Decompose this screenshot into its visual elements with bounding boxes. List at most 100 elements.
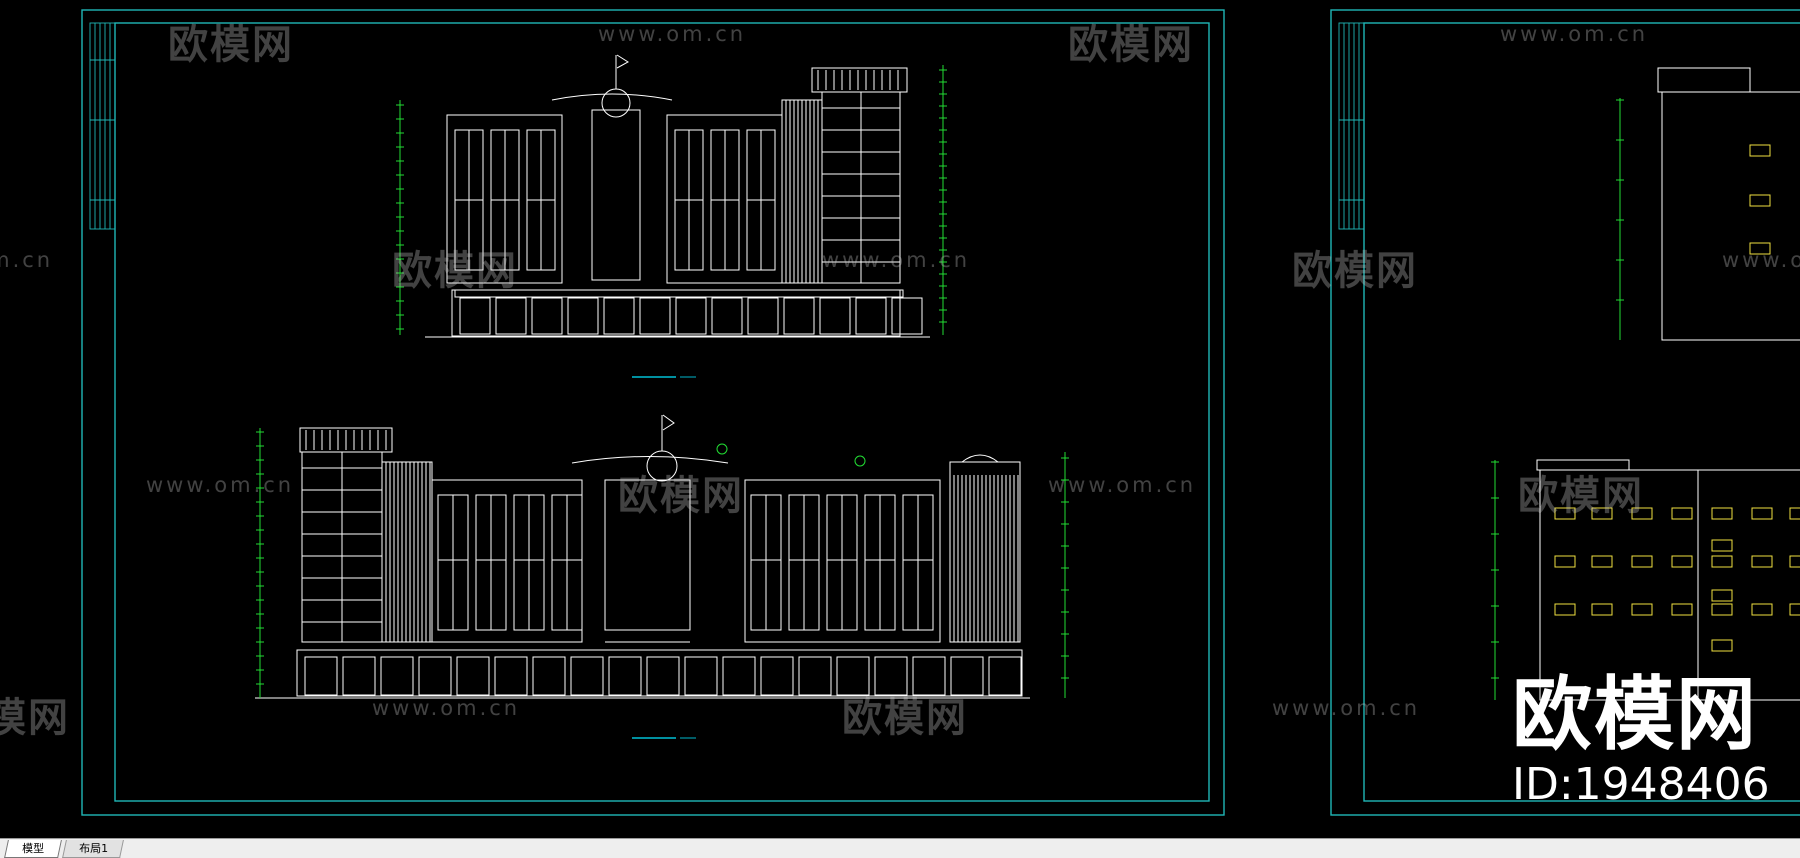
storefront-bay xyxy=(798,656,832,696)
upper-canopy xyxy=(551,93,673,101)
side-window xyxy=(1591,507,1613,520)
side-window xyxy=(1711,507,1733,520)
side-window xyxy=(1671,555,1693,568)
storefront-bay xyxy=(456,656,490,696)
side-window xyxy=(1671,603,1693,616)
sheet-1-title-strip xyxy=(89,22,116,230)
storefront-bay xyxy=(646,656,680,696)
sheet-1-inner-frame xyxy=(114,22,1210,802)
side-window xyxy=(1751,507,1773,520)
lower-right-block xyxy=(949,461,1021,643)
brand-overlay: 欧模网 ID:1948406 xyxy=(1512,675,1770,809)
lower-detail-lines xyxy=(302,430,1022,696)
storefront-bay xyxy=(639,297,671,335)
storefront-bay xyxy=(380,656,414,696)
side-window xyxy=(1751,555,1773,568)
storefront-bay xyxy=(912,656,946,696)
storefront-bay xyxy=(532,656,566,696)
lower-dimension-lines xyxy=(256,428,1069,698)
storefront-bay xyxy=(418,656,452,696)
upper-globe xyxy=(601,88,631,118)
side-window xyxy=(1749,144,1771,157)
lower-fluted-left xyxy=(381,461,433,643)
side-window xyxy=(1554,555,1576,568)
side-window xyxy=(1631,603,1653,616)
side-window xyxy=(1749,242,1771,255)
storefront-bay xyxy=(495,297,527,335)
tab-model-label: 模型 xyxy=(22,842,45,855)
side-window xyxy=(1671,507,1693,520)
upper-center-tower xyxy=(591,109,641,281)
lower-globe xyxy=(646,450,678,482)
asset-id: ID:1948406 xyxy=(1512,759,1770,810)
drawing-canvas[interactable] xyxy=(0,0,1800,838)
lower-center-tower xyxy=(604,479,691,631)
upper-podium-band xyxy=(454,289,904,298)
storefront-bay xyxy=(988,656,1022,696)
storefront-bay xyxy=(855,297,887,335)
side-window xyxy=(1591,603,1613,616)
side-window xyxy=(1711,603,1733,616)
lower-left-wing xyxy=(431,479,583,643)
side-window xyxy=(1631,555,1653,568)
storefront-bay xyxy=(891,297,923,335)
sheet-1 xyxy=(81,9,1225,816)
side-window xyxy=(1751,603,1773,616)
storefront-bay xyxy=(570,656,604,696)
elevation-upper xyxy=(425,54,930,338)
lower-flag xyxy=(662,414,675,431)
storefront-bay xyxy=(567,297,599,335)
side-elevation-lower xyxy=(1536,459,1800,701)
lower-canopy xyxy=(571,456,729,464)
side-window xyxy=(1789,555,1800,568)
upper-tower-crown xyxy=(811,67,908,93)
upper-left-wing xyxy=(446,114,563,284)
side-lower-dimensions xyxy=(1491,460,1499,700)
storefront-bay xyxy=(684,656,718,696)
side-lower-parapet xyxy=(1536,459,1630,471)
side-lower-windows xyxy=(1554,507,1800,652)
sheet-2-outer-frame xyxy=(1330,9,1800,816)
side-window xyxy=(1711,589,1733,602)
side-window xyxy=(1631,507,1653,520)
sheet-2-inner-frame xyxy=(1363,22,1800,802)
storefront-bay xyxy=(760,656,794,696)
storefront-bay xyxy=(711,297,743,335)
lower-podium xyxy=(296,649,1023,697)
layout-tab-bar: 模型 布局1 xyxy=(0,838,1800,858)
tab-layout1[interactable]: 布局1 xyxy=(62,840,124,858)
tab-model[interactable]: 模型 xyxy=(4,840,62,858)
storefront-bay xyxy=(747,297,779,335)
side-lower-body xyxy=(1539,469,1800,701)
side-window xyxy=(1554,603,1576,616)
storefront-bay xyxy=(950,656,984,696)
side-window xyxy=(1789,507,1800,520)
storefront-bay xyxy=(304,656,338,696)
side-elevation-upper xyxy=(1657,67,1800,341)
storefront-bay xyxy=(608,656,642,696)
upper-flag xyxy=(616,54,629,69)
cad-model-space[interactable]: 欧模网 www.om.cn 欧模网 www.om.cn www.om.cn 欧模… xyxy=(0,0,1800,838)
lower-right-wing xyxy=(744,479,941,643)
storefront-bay xyxy=(342,656,376,696)
storefront-bay xyxy=(836,656,870,696)
lower-dome xyxy=(961,454,999,463)
side-upper-crown xyxy=(1657,67,1751,93)
lower-tower-crown xyxy=(299,427,393,453)
storefront-bay xyxy=(459,297,491,335)
side-window xyxy=(1554,507,1576,520)
storefront-bay xyxy=(494,656,528,696)
storefront-bay xyxy=(819,297,851,335)
upper-detail-lines xyxy=(454,70,923,335)
side-window xyxy=(1711,639,1733,652)
side-window xyxy=(1591,555,1613,568)
sheet-1-outer-frame xyxy=(81,9,1225,816)
storefront-bay xyxy=(603,297,635,335)
sheet-2 xyxy=(1330,9,1800,816)
elevation-lower xyxy=(255,414,1030,699)
side-upper-windows xyxy=(1749,144,1771,255)
tab-layout1-label: 布局1 xyxy=(78,842,108,855)
side-window xyxy=(1789,603,1800,616)
storefront-bay xyxy=(783,297,815,335)
sheet-2-title-strip xyxy=(1338,22,1365,230)
